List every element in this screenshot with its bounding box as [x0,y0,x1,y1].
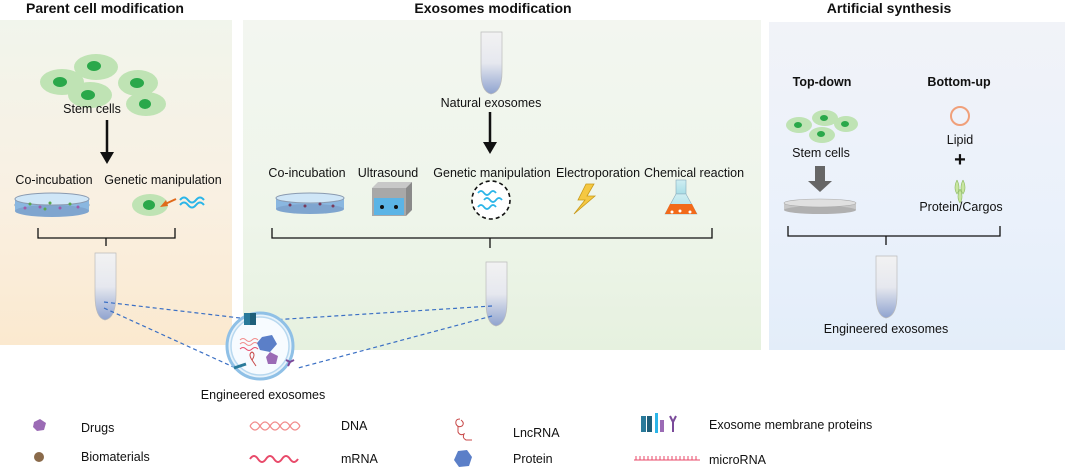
stem-cells-cluster [786,110,858,143]
genetic-manipulation-icon [471,180,511,220]
engineered-exosomes-label-right: Engineered exosomes [823,322,949,336]
legend-biomaterials-label: Biomaterials [81,450,150,464]
legend-lncrna-icon [455,418,472,441]
arrow-down-icon [808,166,832,192]
legend-microrna-label: microRNA [709,453,766,467]
cargo-icon [954,179,966,204]
plus-sign: + [954,149,966,171]
legend-microrna-icon [634,456,700,461]
legend-membrane-icon [641,413,677,433]
legend-drugs-label: Drugs [81,421,115,435]
arrow-down-icon [483,112,497,154]
legend-mrna-icon [249,455,299,463]
bottom-up-label: Bottom-up [927,75,991,89]
stem-cells-label: Stem cells [63,102,121,116]
legend-dna-label: DNA [341,419,368,433]
exosomes-modification-title: Exosomes modification [414,0,572,16]
top-down-label: Top-down [792,75,852,89]
natural-exosomes-label: Natural exosomes [440,96,542,110]
natural-exosome-tube-icon [480,31,503,95]
bracket-artificial [787,226,1001,245]
genetic-cell-icon [132,194,205,216]
ultrasound-icon [372,182,412,216]
legend-membrane-label: Exosome membrane proteins [709,418,873,432]
method-electroporation: Electroporation [555,166,641,180]
legend-lncrna-label: LncRNA [513,426,560,440]
legend-drug-icon [33,419,46,431]
zoom-lines [103,301,493,371]
lightning-icon [573,183,597,215]
stem-cells-cluster [40,54,166,116]
bracket-exosomes [271,228,713,248]
tube-icon [485,261,508,327]
bracket-parent [37,228,176,246]
tube-icon [94,252,117,321]
arrow-down-icon [100,120,114,164]
dish-icon [783,198,857,214]
legend-biomaterial-icon [34,452,44,462]
artificial-synthesis-title: Artificial synthesis [826,0,952,16]
lipid-label: Lipid [946,133,974,147]
method-chemical-reaction: Chemical reaction [643,166,745,180]
petri-dish-icon [14,192,90,217]
petri-dish-icon [275,192,345,214]
engineered-exosomes-label-center: Engineered exosomes [200,388,326,402]
lipid-icon [950,106,970,126]
legend-protein-icon [454,450,472,467]
genetic-manipulation-label: Genetic manipulation [104,173,222,187]
legend-mrna-label: mRNA [341,452,378,466]
parent-cell-title: Parent cell modification [26,0,184,16]
legend-dna-icon [249,421,301,431]
flask-icon [664,179,698,215]
stem-cells-label-artificial: Stem cells [792,146,850,160]
method-genetic-manipulation: Genetic manipulation [433,166,551,180]
tube-icon [875,255,898,319]
protein-cargos-label: Protein/Cargos [919,200,1003,214]
engineered-exosome-illustration [225,311,295,381]
co-incubation-label: Co-incubation [15,173,93,187]
method-co-incubation: Co-incubation [268,166,346,180]
method-ultrasound: Ultrasound [357,166,419,180]
legend-protein-label: Protein [513,452,553,466]
